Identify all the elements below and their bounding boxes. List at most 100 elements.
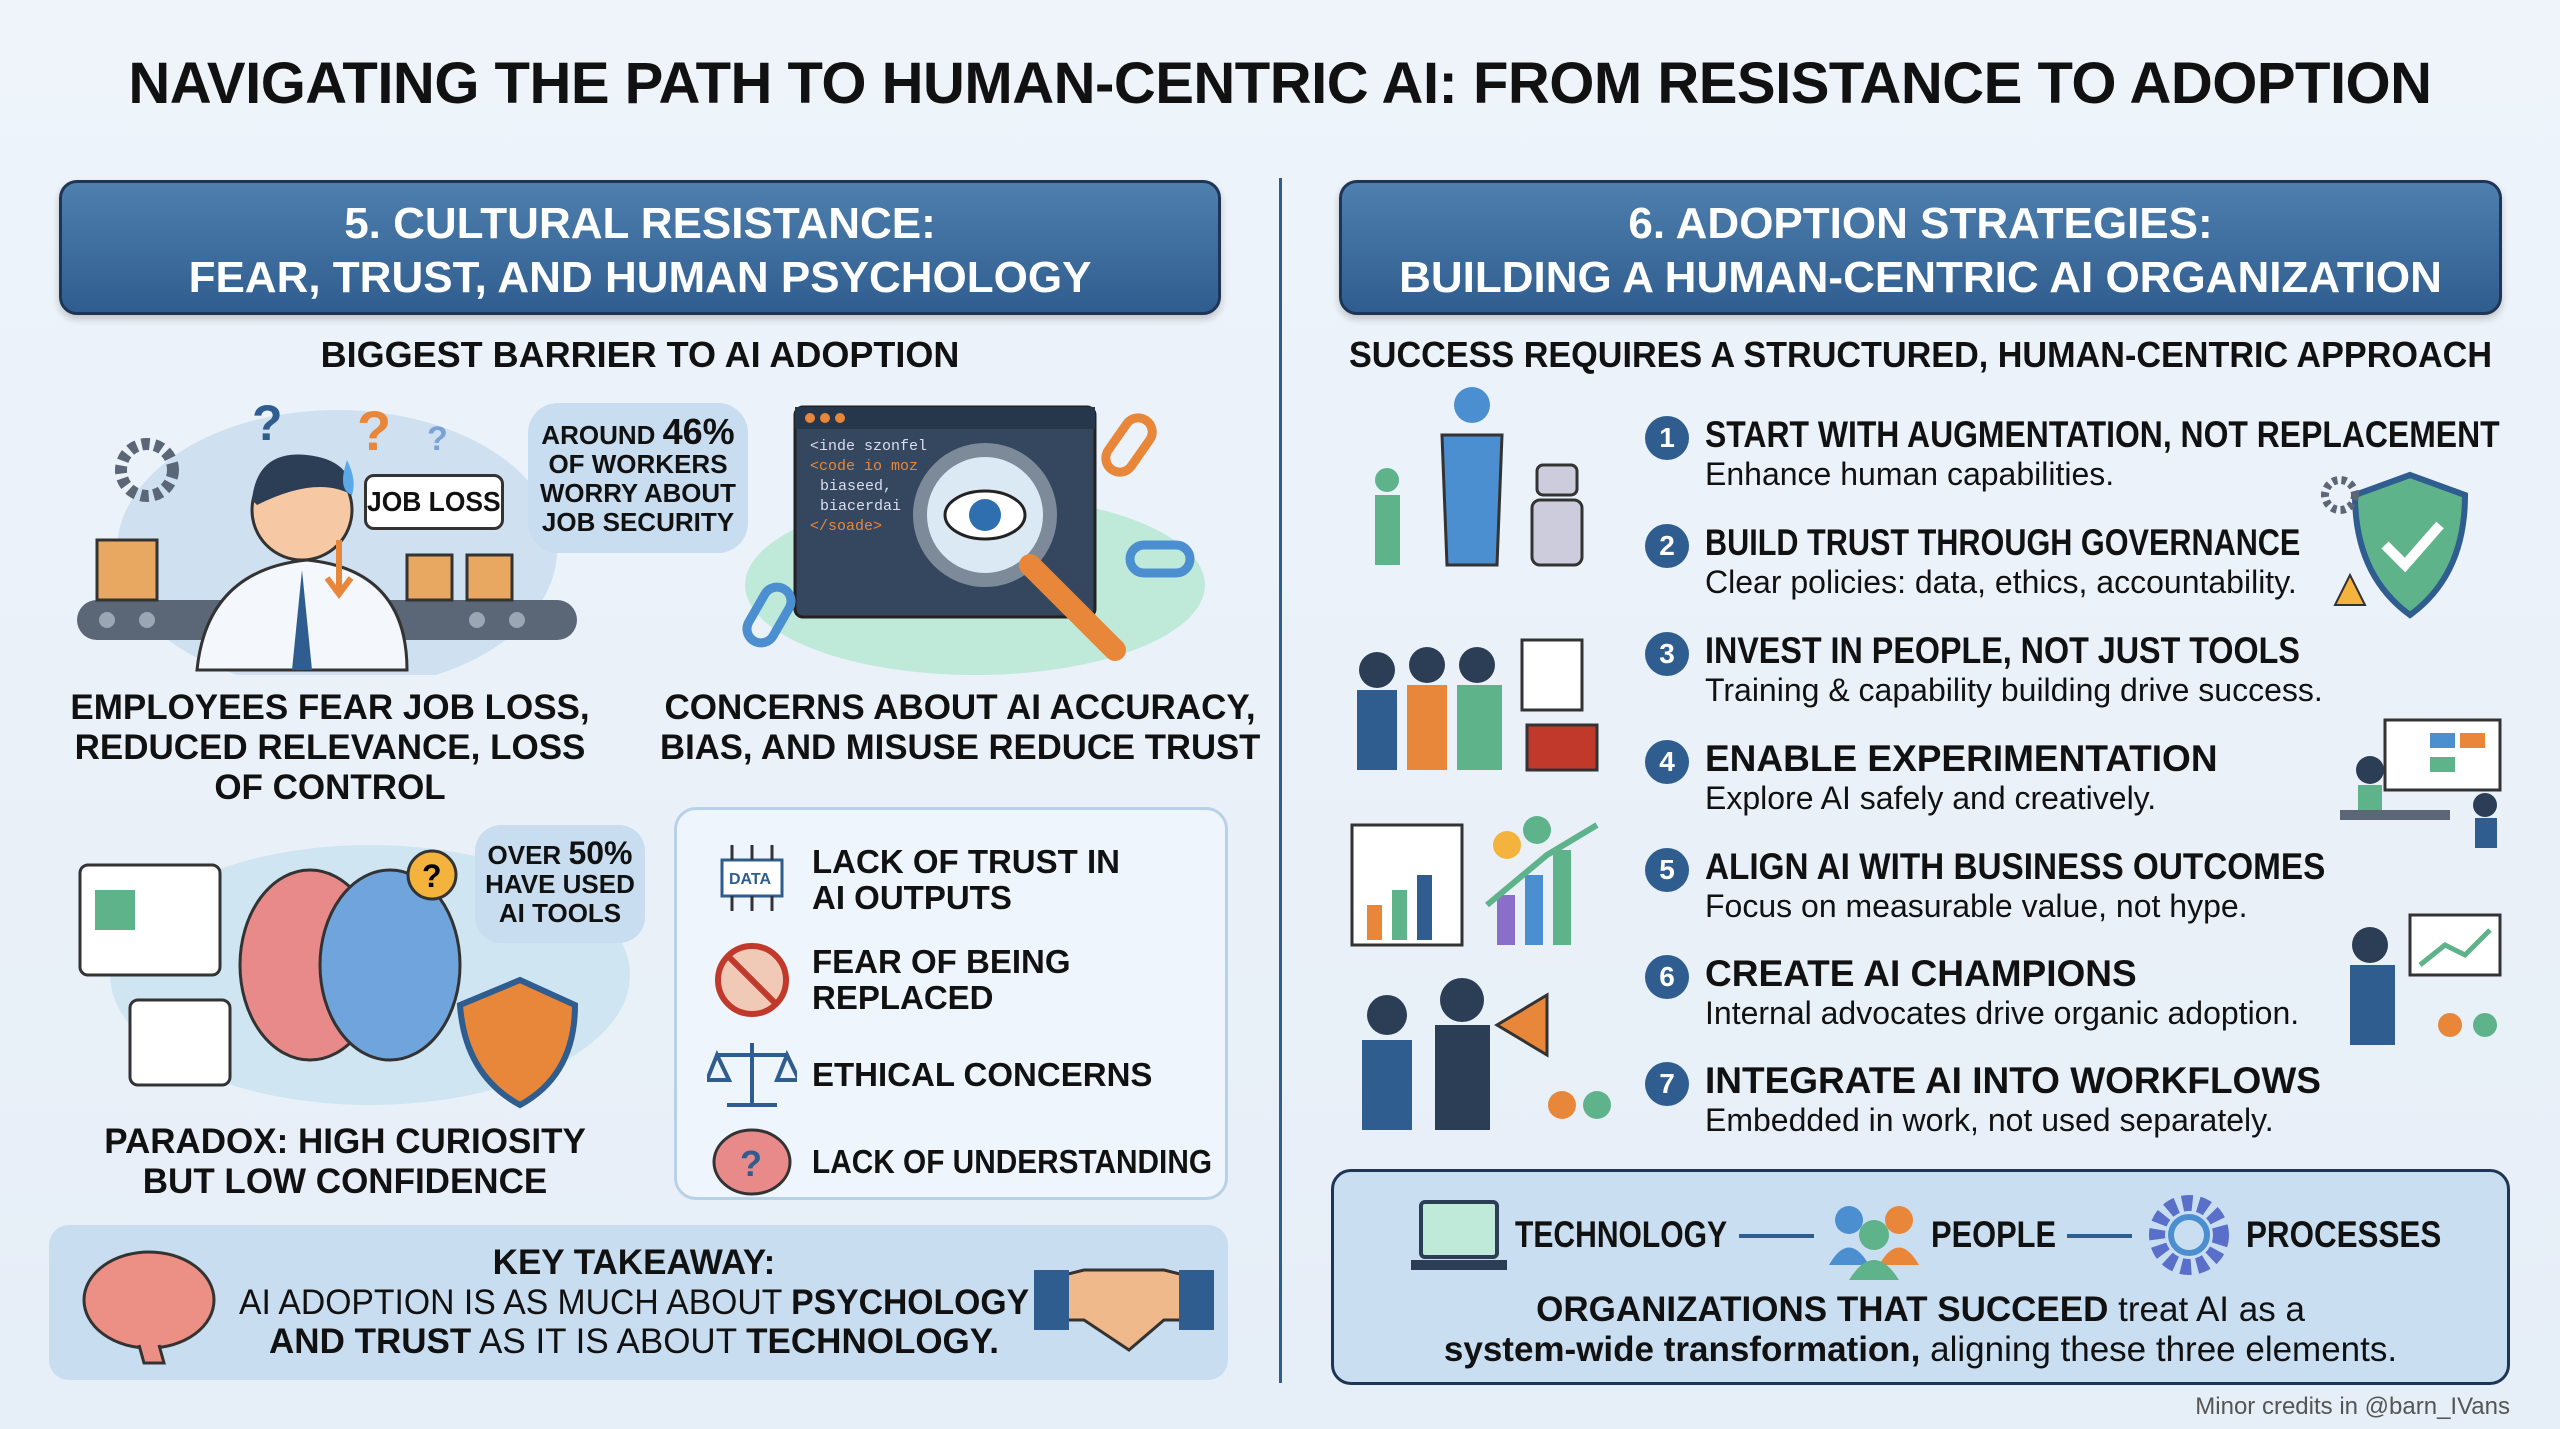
- stat-prefix: OVER: [487, 840, 562, 870]
- step-title: CREATE AI CHAMPIONS: [1705, 953, 2137, 994]
- data-chip-label: DATA: [729, 871, 772, 888]
- step-title: INTEGRATE AI INTO WORKFLOWS: [1705, 1060, 2321, 1101]
- svg-text:biacerdai: biacerdai: [820, 498, 901, 515]
- growth-charts-icon: [1350, 816, 1599, 947]
- svg-text:<inde szonfel: <inde szonfel: [810, 438, 927, 455]
- stat-headline: AROUND 46%: [540, 414, 736, 450]
- step-title: ENABLE EXPERIMENTATION: [1705, 738, 2218, 779]
- summary-line-1: ORGANIZATIONS THAT SUCCEED treat AI as a: [1364, 1290, 2477, 1330]
- step-number: 4: [1645, 740, 1689, 784]
- text: aligning these three elements.: [1920, 1330, 2398, 1369]
- step-number: 3: [1645, 632, 1689, 676]
- emphasis: system-wide transformation,: [1443, 1330, 1921, 1369]
- connector-line: [1739, 1234, 1814, 1238]
- step-description: Enhance human capabilities.: [1705, 456, 2115, 492]
- right-subheading: SUCCESS REQUIRES A STRUCTURED, HUMAN-CEN…: [1349, 334, 2493, 375]
- step-number: 1: [1645, 416, 1689, 460]
- svg-text:?: ?: [427, 420, 448, 458]
- svg-text:</soade>: </soade>: [810, 518, 882, 535]
- job-security-stat-bubble: AROUND 46% OF WORKERS WORRY ABOUT JOB SE…: [528, 403, 748, 553]
- step-title: INVEST IN PEOPLE, NOT JUST TOOLS: [1705, 630, 2300, 671]
- worried-employee-illustration: ? ? ?: [77, 395, 577, 675]
- text: AI ADOPTION IS AS MUCH ABOUT: [239, 1283, 792, 1322]
- human-robot-icon: [1375, 387, 1584, 567]
- paradox-caption: PARADOX: HIGH CURIOSITY BUT LOW CONFIDEN…: [40, 1122, 650, 1202]
- stat-line: OF WORKERS: [548, 449, 728, 479]
- processes-gear-icon: [2149, 1195, 2229, 1275]
- step-number: 5: [1645, 848, 1689, 892]
- section-6-header: 6. ADOPTION STRATEGIES: BUILDING A HUMAN…: [1339, 180, 2502, 315]
- technology-laptop-icon: [1411, 1200, 1507, 1270]
- job-loss-label: JOB LOSS: [367, 486, 501, 517]
- emphasis: AND TRUST: [269, 1322, 472, 1361]
- handshake-icon: [1034, 1268, 1214, 1352]
- caption-line: EMPLOYEES FEAR JOB LOSS,: [70, 688, 590, 727]
- page-title: NAVIGATING THE PATH TO HUMAN-CENTRIC AI:…: [128, 51, 2432, 116]
- pillars-summary-box: TECHNOLOGY PEOPLE PROCESSES ORGANIZATION…: [1331, 1169, 2510, 1385]
- step-description: Training & capability building drive suc…: [1705, 672, 2323, 708]
- step-number: 7: [1645, 1062, 1689, 1106]
- caption-line: OF CONTROL: [214, 768, 446, 807]
- step-number: 6: [1645, 955, 1689, 999]
- barrier-item: ? LACK OF UNDERSTANDING: [677, 1122, 1225, 1202]
- svg-text:<code io moz: <code io moz: [810, 458, 918, 475]
- pillar-processes: PROCESSES: [2246, 1214, 2442, 1255]
- caption-line: BUT LOW CONFIDENCE: [142, 1162, 548, 1201]
- emphasis: TECHNOLOGY.: [746, 1322, 999, 1361]
- section-6-subtitle: BUILDING A HUMAN-CENTRIC AI ORGANIZATION: [1399, 253, 2442, 302]
- section-5-header: 5. CULTURAL RESISTANCE: FEAR, TRUST, AND…: [59, 180, 1221, 315]
- step-number: 2: [1645, 524, 1689, 568]
- emphasis: PSYCHOLOGY: [791, 1283, 1030, 1322]
- brain-icon: [82, 1250, 216, 1365]
- label-line: FEAR OF BEING: [812, 943, 1071, 980]
- step-description: Embedded in work, not used separately.: [1705, 1102, 2274, 1138]
- label-line: LACK OF TRUST IN: [812, 843, 1120, 880]
- team-training-icon: [1357, 638, 1599, 772]
- takeaway-line-1: AI ADOPTION IS AS MUCH ABOUT PSYCHOLOGY: [239, 1283, 1029, 1322]
- svg-text:?: ?: [252, 395, 283, 451]
- scales-icon: [707, 1043, 797, 1107]
- label-line: ETHICAL CONCERNS: [812, 1056, 1153, 1093]
- experimentation-icon: [2340, 718, 2502, 848]
- code-magnifier-illustration: <inde szonfel <code io moz biaseed, biacerd…: [742, 405, 1205, 675]
- label-line: REPLACED: [812, 979, 994, 1016]
- column-divider: [1279, 178, 1282, 1383]
- prohibited-person-icon: [715, 943, 789, 1017]
- caption-line: PARADOX: HIGH CURIOSITY: [104, 1122, 586, 1161]
- job-loss-caption: EMPLOYEES FEAR JOB LOSS, REDUCED RELEVAN…: [40, 688, 620, 808]
- takeaway-line-2: AND TRUST AS IT IS ABOUT TECHNOLOGY.: [239, 1322, 1029, 1361]
- emphasis: ORGANIZATIONS THAT SUCCEED: [1536, 1290, 2109, 1329]
- champions-megaphone-icon: [1362, 978, 1611, 1130]
- barrier-label: ETHICAL CONCERNS: [812, 1057, 1212, 1093]
- stat-headline: OVER 50%: [485, 837, 635, 870]
- text: AS IT IS ABOUT: [471, 1322, 747, 1361]
- section-6-title: 6. ADOPTION STRATEGIES:: [1628, 199, 2213, 248]
- people-group-icon: [1829, 1206, 1919, 1280]
- barrier-item: ETHICAL CONCERNS: [677, 1035, 1225, 1115]
- svg-text:?: ?: [357, 399, 391, 462]
- stat-value: 50%: [568, 835, 633, 871]
- ai-tools-stat-bubble: OVER 50% HAVE USED AI TOOLS: [475, 825, 645, 943]
- caption-line: BIAS, AND MISUSE REDUCE TRUST: [660, 728, 1261, 767]
- stat-line: AI TOOLS: [498, 898, 622, 928]
- pillar-technology: TECHNOLOGY: [1515, 1214, 1728, 1255]
- connector-line: [2067, 1234, 2132, 1238]
- data-chip-icon: DATA: [720, 845, 784, 911]
- governance-shield-icon: [2321, 471, 2469, 619]
- svg-text:biaseed,: biaseed,: [820, 478, 892, 495]
- step-description: Internal advocates drive organic adoptio…: [1705, 995, 2300, 1031]
- stat-value: 46%: [662, 411, 735, 452]
- stat-line: WORRY ABOUT: [540, 478, 736, 508]
- step-title: BUILD TRUST THROUGH GOVERNANCE: [1705, 522, 2301, 563]
- champion-presenter-icon: [2350, 913, 2502, 1045]
- strategy-illustrations: [1350, 387, 1611, 1130]
- left-subheading: BIGGEST BARRIER TO AI ADOPTION: [320, 334, 960, 375]
- stat-prefix: AROUND: [541, 420, 656, 450]
- step-description: Focus on measurable value, not hype.: [1705, 888, 2248, 924]
- key-takeaway-box: KEY TAKEAWAY: AI ADOPTION IS AS MUCH ABO…: [49, 1225, 1228, 1380]
